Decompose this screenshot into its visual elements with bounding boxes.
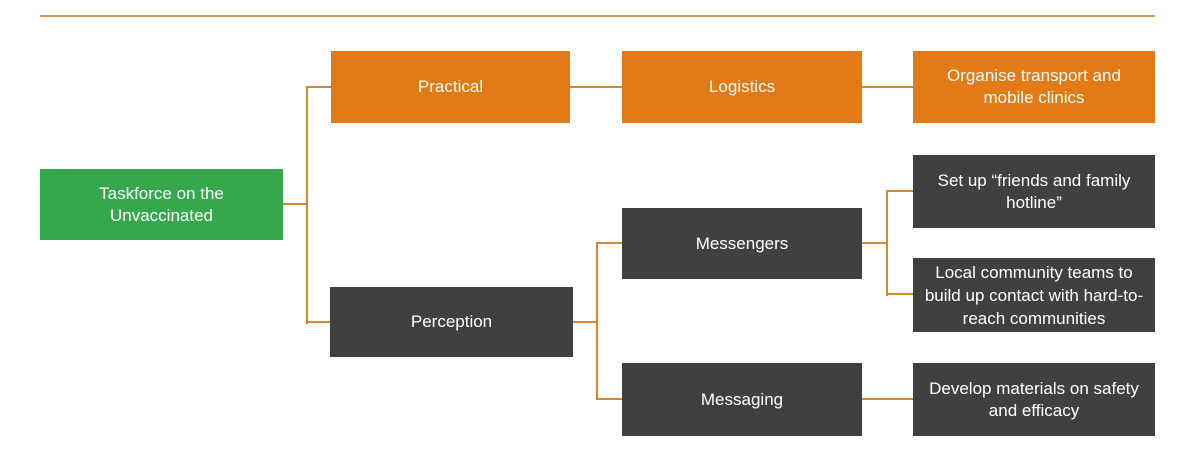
connector-to-messengers (597, 242, 622, 244)
node-messengers: Messengers (622, 208, 862, 279)
node-messaging: Messaging (622, 363, 862, 436)
connector-taskforce-out (283, 203, 307, 205)
node-organise-transport: Organise transport and mobile clinics (913, 51, 1155, 123)
connector-to-perception (307, 321, 330, 323)
connector-perception-vertical (596, 242, 598, 400)
connector-to-setup-hotline (887, 190, 913, 192)
node-taskforce: Taskforce on the Unvaccinated (40, 169, 283, 240)
connector-to-messaging (597, 398, 622, 400)
connector-logistics-organise (862, 86, 913, 88)
connector-to-practical (307, 86, 331, 88)
top-divider-rule (40, 15, 1155, 17)
connector-messaging-develop (862, 398, 913, 400)
node-develop-materials: Develop materials on safety and efficacy (913, 363, 1155, 436)
connector-practical-logistics (570, 86, 622, 88)
node-practical: Practical (331, 51, 570, 123)
node-setup-hotline: Set up “friends and family hotline” (913, 155, 1155, 228)
node-local-teams: Local community teams to build up contac… (913, 258, 1155, 332)
connector-to-local-teams (887, 293, 913, 295)
connector-trunk-vertical (306, 86, 308, 324)
connector-perception-out (573, 321, 597, 323)
connector-messengers-vertical (886, 190, 888, 296)
node-perception: Perception (330, 287, 573, 357)
node-logistics: Logistics (622, 51, 862, 123)
connector-messengers-out (862, 242, 888, 244)
